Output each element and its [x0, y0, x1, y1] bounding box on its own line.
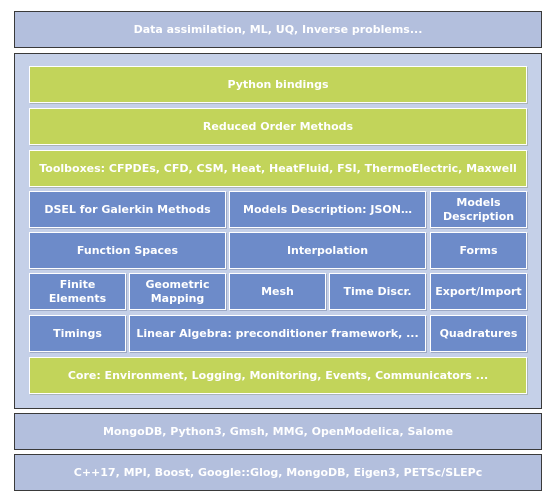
dsel-galerkin-label: DSEL for Galerkin Methods [44, 202, 211, 216]
mesh-label: Mesh [261, 284, 294, 298]
core-block: Core: Environment, Logging, Monitoring, … [29, 357, 527, 394]
dsel-galerkin-block: DSEL for Galerkin Methods [29, 191, 226, 228]
quadratures-label: Quadratures [439, 326, 518, 340]
finite-elements-block: Finite Elements [29, 273, 126, 310]
export-import-block: Export/Import [430, 273, 527, 310]
interpolation-label: Interpolation [286, 243, 369, 257]
geometric-mapping-label: Geometric Mapping [145, 277, 210, 305]
dependencies-bottom-box: C++17, MPI, Boost, Google::Glog, MongoDB… [14, 454, 542, 491]
export-import-label: Export/Import [435, 284, 522, 298]
models-description-json-label: Models Description: JSON… [243, 202, 412, 216]
interpolation-block: Interpolation [229, 232, 426, 269]
quadratures-block: Quadratures [430, 315, 527, 352]
reduced-order-methods-block: Reduced Order Methods [29, 108, 527, 145]
geometric-mapping-block: Geometric Mapping [129, 273, 226, 310]
toolboxes-label: Toolboxes: CFPDEs, CFD, CSM, Heat, HeatF… [39, 161, 517, 175]
top-layer-box: Data assimilation, ML, UQ, Inverse probl… [14, 11, 542, 48]
dependencies-bottom-label: C++17, MPI, Boost, Google::Glog, MongoDB… [73, 465, 483, 479]
python-bindings-block: Python bindings [29, 66, 527, 103]
reduced-order-methods-label: Reduced Order Methods [202, 119, 354, 133]
top-layer-label: Data assimilation, ML, UQ, Inverse probl… [133, 22, 423, 36]
function-spaces-block: Function Spaces [29, 232, 226, 269]
timings-block: Timings [29, 315, 126, 352]
python-bindings-label: Python bindings [227, 77, 329, 91]
models-description-block: Models Description [430, 191, 527, 228]
mesh-block: Mesh [229, 273, 326, 310]
models-description-label: Models Description [442, 195, 515, 223]
dependencies-top-box: MongoDB, Python3, Gmsh, MMG, OpenModelic… [14, 413, 542, 450]
time-discr-label: Time Discr. [343, 284, 412, 298]
linear-algebra-block: Linear Algebra: preconditioner framework… [129, 315, 426, 352]
forms-block: Forms [430, 232, 527, 269]
core-label: Core: Environment, Logging, Monitoring, … [67, 368, 489, 382]
time-discr-block: Time Discr. [329, 273, 426, 310]
finite-elements-label: Finite Elements [48, 277, 107, 305]
framework-frame [14, 53, 542, 409]
function-spaces-label: Function Spaces [76, 243, 179, 257]
forms-label: Forms [459, 243, 498, 257]
models-description-json-block: Models Description: JSON… [229, 191, 426, 228]
toolboxes-block: Toolboxes: CFPDEs, CFD, CSM, Heat, HeatF… [29, 150, 527, 187]
dependencies-top-label: MongoDB, Python3, Gmsh, MMG, OpenModelic… [102, 424, 454, 438]
timings-label: Timings [53, 326, 102, 340]
linear-algebra-label: Linear Algebra: preconditioner framework… [136, 326, 419, 340]
